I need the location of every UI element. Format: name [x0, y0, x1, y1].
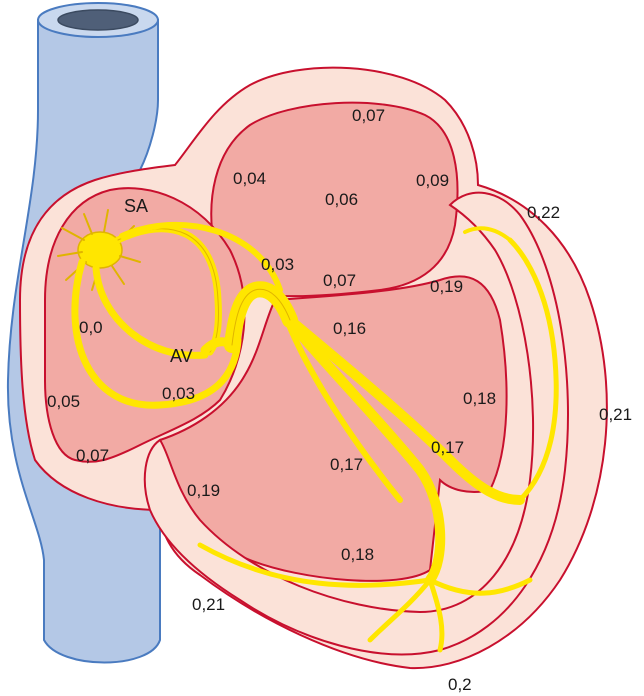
time-label: 0,18: [463, 389, 497, 408]
time-label: 0,05: [47, 392, 81, 411]
time-label: 0,07: [323, 271, 357, 290]
time-label: 0,17: [431, 438, 465, 457]
outer-ventricle-wall: [143, 191, 569, 656]
time-label: 0,07: [352, 106, 386, 125]
time-label: 0,2: [448, 675, 472, 694]
time-label: 0,0: [79, 318, 103, 337]
time-label: 0,07: [76, 446, 110, 465]
time-label: 0,18: [341, 545, 375, 564]
sa-node: [77, 231, 123, 269]
time-label: 0,21: [599, 405, 633, 424]
time-label: 0,09: [416, 171, 450, 190]
ventricles: [153, 275, 508, 582]
time-label: 0,21: [192, 595, 226, 614]
label-sa: SA: [124, 196, 149, 216]
time-label: 0,19: [430, 277, 464, 296]
time-label: 0,17: [330, 455, 364, 474]
time-label: 0,19: [187, 481, 221, 500]
time-label: 0,06: [325, 190, 359, 209]
time-label: 0,22: [527, 203, 561, 222]
label-av: AV: [170, 346, 193, 366]
time-label: 0,03: [162, 384, 196, 403]
time-label: 0,16: [333, 319, 367, 338]
time-label: 0,03: [261, 255, 295, 274]
conduction-system: [57, 209, 559, 653]
time-label: 0,04: [233, 169, 267, 188]
